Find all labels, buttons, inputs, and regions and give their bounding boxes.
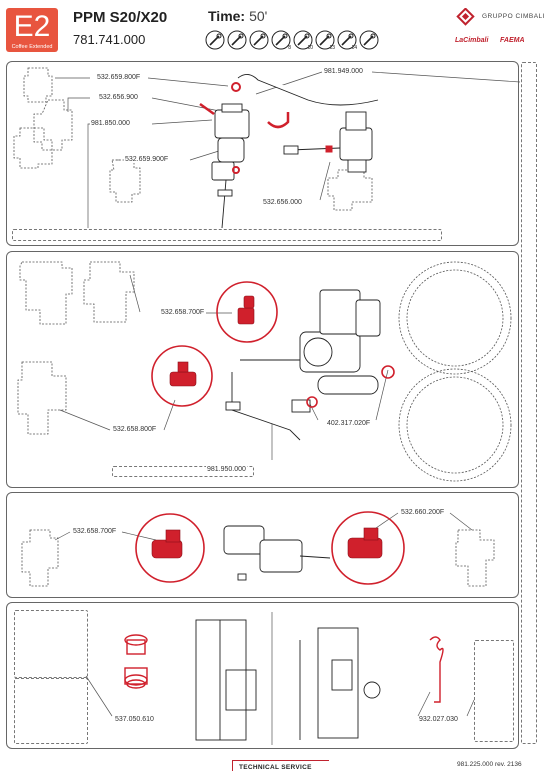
section-code-badge: E2 Coffee Extended (6, 8, 58, 52)
wrench-icon: 10 (293, 30, 313, 51)
placeholder-box (14, 610, 88, 678)
wrench-icon: 13 (315, 30, 335, 51)
wrench-icon: 8 (271, 30, 291, 51)
brand-cimbali: LaCimbali (455, 37, 489, 44)
wrench-icon: 14 (337, 30, 357, 51)
callout-part-number: 532.658.800F (112, 426, 158, 433)
callout-part-number: 537.050.610 (114, 716, 155, 723)
callout-part-number: 532.660.200F (400, 509, 446, 516)
gruppo-cimbali-logo (455, 7, 477, 33)
callout-part-number: 981.950.000 (206, 466, 247, 473)
footer-section-label: TECHNICAL SERVICE (232, 760, 329, 771)
placeholder-bar (12, 229, 442, 241)
time-label: Time: (208, 8, 246, 24)
placeholder-box (474, 640, 514, 742)
section-code-subtitle: Coffee Extended (11, 44, 53, 50)
callout-part-number: 532.659.800F (96, 74, 142, 81)
callout-part-number: 532.658.700F (160, 309, 206, 316)
callout-part-number: 932.027.030 (418, 716, 459, 723)
callout-part-number: 981.949.000 (323, 68, 364, 75)
brand-faema: FAEMA (500, 37, 525, 44)
tool-size-label: 14 (351, 45, 357, 51)
placeholder-bar (112, 466, 254, 477)
time-indicator: Time:50' (208, 8, 267, 24)
tool-size-label: 10 (307, 45, 313, 51)
callout-part-number: 532.656.900 (98, 94, 139, 101)
callout-part-number: 981.850.000 (90, 120, 131, 127)
placeholder-box (14, 678, 88, 744)
kit-part-number: 781.741.000 (73, 32, 146, 47)
section-code: E2 (13, 10, 51, 43)
side-placeholder-strip (521, 62, 537, 744)
phillips-screwdriver-icon (205, 30, 225, 50)
time-value: 50' (249, 8, 268, 24)
tool-size-label: 8 (288, 45, 291, 51)
panel-4 (6, 602, 519, 749)
pliers-icon (359, 30, 379, 50)
callout-part-number: 402.317.020F (326, 420, 372, 427)
wrench-icon (249, 30, 269, 50)
tool-size-label: 13 (329, 45, 335, 51)
callout-part-number: 532.658.700F (72, 528, 118, 535)
callout-part-number: 532.659.900F (124, 156, 170, 163)
callout-part-number: 532.656.000 (262, 199, 303, 206)
model-title: PPM S20/X20 (73, 9, 168, 26)
flat-screwdriver-icon (227, 30, 247, 50)
footer-revision: 981.225.000 rev. 2136 (457, 761, 522, 768)
brand-group: GRUPPO CIMBALI (482, 13, 545, 20)
